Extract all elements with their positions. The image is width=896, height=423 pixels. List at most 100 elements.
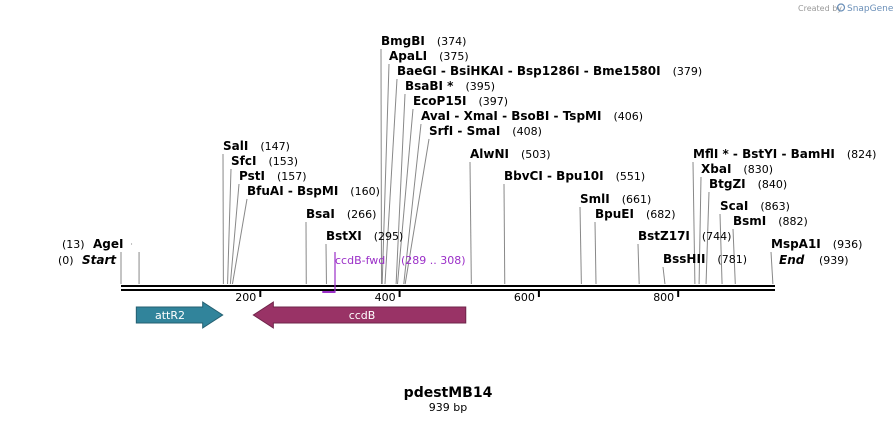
site-position: (863) (760, 200, 790, 213)
snapgene-logo-icon (836, 3, 846, 12)
site-alwni[interactable]: AlwNI (503) (470, 147, 551, 161)
site-position: (375) (439, 50, 469, 63)
site-leader-lines (131, 48, 774, 285)
site-name: BsmI (733, 214, 766, 228)
start-position: (0) (58, 254, 74, 267)
site-name: BmgBI (381, 34, 425, 48)
site-sfci[interactable]: SfcI (153) (231, 154, 298, 168)
site-avai-xmai-bsobi-tspmi[interactable]: AvaI - XmaI - BsoBI - TspMI (406) (421, 109, 643, 123)
site-position: (882) (778, 215, 808, 228)
tick-label: 200 (235, 291, 256, 304)
site-position: (781) (717, 253, 747, 266)
site-bmgbi[interactable]: BmgBI (374) (381, 34, 466, 48)
attr2-arrow (135, 301, 224, 329)
site-position: (395) (465, 80, 495, 93)
site-baegi-bsihkai-bsp1286i-bme1580i[interactable]: BaeGI - BsiHKAI - Bsp1286I - Bme1580I (37… (397, 64, 702, 78)
credit-prefix: Created by (798, 4, 842, 13)
site-position: (160) (350, 185, 380, 198)
primer-ccdb-fwd[interactable]: ccdB-fwd (289 .. 308) (322, 252, 466, 293)
site-position: (551) (616, 170, 646, 183)
site-position: (406) (613, 110, 643, 123)
site-name: ScaI (720, 199, 748, 213)
site-smli[interactable]: SmlI (661) (580, 192, 651, 206)
site-xbai[interactable]: XbaI (830) (701, 162, 773, 176)
sequence-backbone (121, 285, 775, 291)
map-subtitle: 939 bp (429, 401, 467, 414)
site-apali[interactable]: ApaLI (375) (389, 49, 469, 63)
site-position: (397) (479, 95, 509, 108)
site-position: (379) (673, 65, 703, 78)
site-position: (13) (62, 238, 85, 251)
leader-line (692, 161, 696, 285)
site-name: SfcI (231, 154, 256, 168)
site-bfuai-bspmi[interactable]: BfuAI - BspMI (160) (247, 184, 380, 198)
site-position: (744) (702, 230, 732, 243)
site-position: (824) (847, 148, 877, 161)
site-agei[interactable]: (13) AgeI (62, 237, 123, 251)
site-position: (153) (268, 155, 298, 168)
site-name: BaeGI - BsiHKAI - Bsp1286I - Bme1580I (397, 64, 661, 78)
site-position: (830) (743, 163, 773, 176)
site-name: MflI * - BstYI - BamHI (693, 147, 835, 161)
site-position: (503) (521, 148, 551, 161)
leader-line (579, 206, 582, 285)
site-name: SmlI (580, 192, 610, 206)
site-name: AvaI - XmaI - BsoBI - TspMI (421, 109, 601, 123)
leader-line (227, 168, 232, 285)
site-psti[interactable]: PstI(157) (239, 169, 307, 183)
site-mfli-bstyi-bamhi[interactable]: MflI * - BstYI - BamHI (824) (693, 147, 876, 161)
leader-line (637, 243, 640, 285)
site-ecop15i[interactable]: EcoP15I(397) (413, 94, 508, 108)
start-label: Start (82, 253, 117, 267)
leader-line (503, 183, 506, 285)
site-position: (408) (512, 125, 542, 138)
restriction-site-labels: (13) AgeI SalI(147)SfcI (153)PstI(157)BfuAI… (62, 34, 876, 266)
site-position: (682) (646, 208, 676, 221)
site-name: BssHII (663, 252, 705, 266)
site-scai[interactable]: ScaI (863) (720, 199, 790, 213)
site-position: (147) (260, 140, 290, 153)
site-name: BstXI (326, 229, 362, 243)
site-bstz17i[interactable]: BstZ17I (744) (638, 229, 731, 243)
leader-line (698, 176, 702, 285)
site-name: BsaBI * (405, 79, 454, 93)
primer-name: ccdB-fwd (335, 254, 385, 267)
site-bsai[interactable]: BsaI(266) (306, 207, 376, 221)
ccdb-arrow (252, 301, 467, 329)
site-name: AlwNI (470, 147, 509, 161)
site-position: (936) (833, 238, 863, 251)
leader-line (719, 213, 723, 285)
site-position: (840) (758, 178, 788, 191)
map-title: pdestMB14 (404, 385, 493, 401)
site-btgzi[interactable]: BtgZI(840) (709, 177, 787, 191)
leader-line (397, 108, 414, 285)
tick-label: 800 (653, 291, 674, 304)
site-name: XbaI (701, 162, 731, 176)
site-bstxi[interactable]: BstXI(295) (326, 229, 403, 243)
site-srfi-smai[interactable]: SrfI - SmaI (408) (429, 124, 542, 138)
feature-attr2[interactable]: attR2 (135, 301, 224, 329)
ccdb-label: ccdB (349, 309, 376, 322)
site-sali[interactable]: SalI(147) (223, 139, 290, 153)
leader-line (381, 63, 390, 285)
site-bsabi[interactable]: BsaBI * (395) (405, 79, 495, 93)
site-bpuei[interactable]: BpuEI (682) (595, 207, 676, 221)
site-name: ApaLI (389, 49, 427, 63)
site-name: AgeI (93, 237, 123, 251)
site-name: MspA1I (771, 237, 821, 251)
primer-range: (289 .. 308) (401, 254, 466, 267)
site-name: BstZ17I (638, 229, 690, 243)
site-position: (374) (437, 35, 467, 48)
leader-line (395, 93, 406, 285)
site-bsshii[interactable]: BssHII (781) (663, 252, 747, 266)
site-name: BfuAI - BspMI (247, 184, 338, 198)
site-name: SrfI - SmaI (429, 124, 500, 138)
site-bbvci-bpu10i[interactable]: BbvCI - Bpu10I(551) (504, 169, 645, 183)
site-bsmi[interactable]: BsmI (882) (733, 214, 808, 228)
site-name: PstI (239, 169, 265, 183)
site-mspa1i[interactable]: MspA1I (936) (771, 237, 862, 251)
site-name: BpuEI (595, 207, 634, 221)
feature-ccdb[interactable]: ccdB (252, 301, 467, 329)
leader-line (229, 183, 240, 285)
site-position: (661) (622, 193, 652, 206)
